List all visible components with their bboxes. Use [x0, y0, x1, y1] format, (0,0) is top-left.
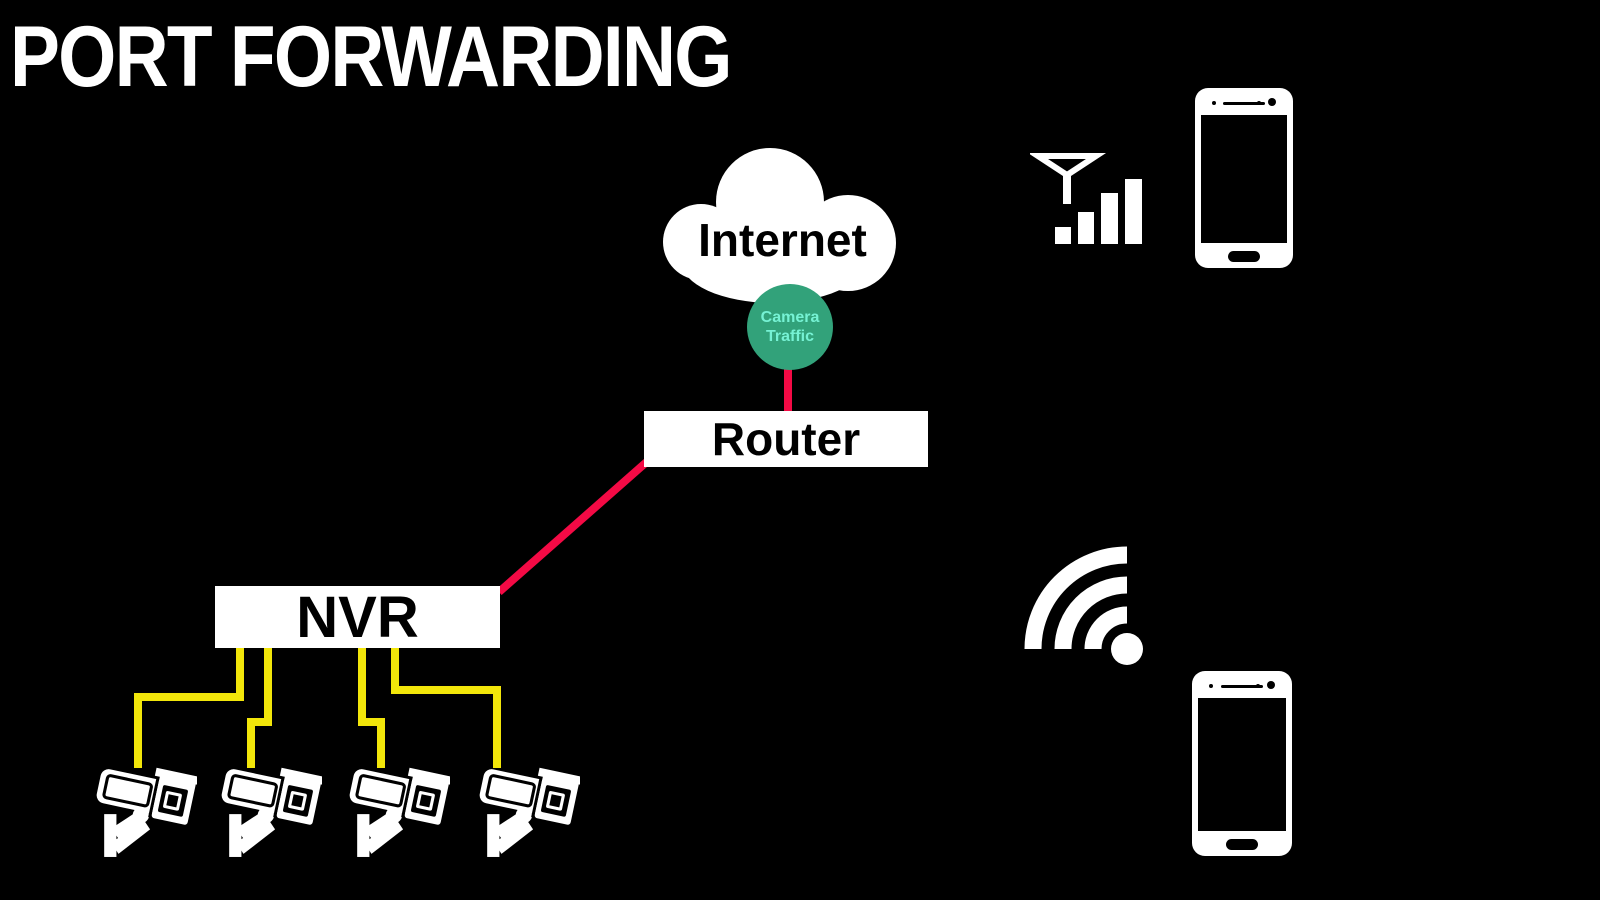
- phone-camera-dot: [1268, 98, 1276, 106]
- cctv-camera-icon-2: [220, 757, 322, 859]
- phone-home-button: [1228, 251, 1260, 262]
- yellow-cable-3: [358, 648, 385, 768]
- cloud-icon: [663, 148, 896, 303]
- phone-screen: [1198, 698, 1286, 831]
- cellular-signal-icon: [1030, 153, 1142, 244]
- phone-sensor-dot: [1256, 684, 1260, 688]
- nvr-node: NVR: [215, 584, 500, 650]
- smartphone-icon-bottom: [1192, 671, 1292, 856]
- phone-sensor-dot: [1212, 101, 1216, 105]
- phone-screen: [1201, 115, 1287, 243]
- phone-camera-dot: [1267, 681, 1275, 689]
- phone-sensor-dot: [1209, 684, 1213, 688]
- red-link-router-nvr: [496, 455, 653, 596]
- yellow-cable-4: [391, 648, 501, 768]
- wifi-icon: [1024, 546, 1143, 665]
- smartphone-icon-top: [1195, 88, 1293, 268]
- router-node: Router: [644, 411, 928, 467]
- phone-sensor-dot: [1257, 101, 1261, 105]
- internet-label: Internet: [698, 214, 867, 266]
- nvr-label: NVR: [296, 584, 419, 650]
- camera-traffic-badge: Camera Traffic: [747, 284, 833, 370]
- cctv-camera-icon-1: [95, 757, 197, 859]
- camera-traffic-label: Camera Traffic: [760, 308, 820, 345]
- phone-speaker: [1221, 685, 1263, 688]
- phone-home-button: [1226, 839, 1258, 850]
- router-label: Router: [711, 413, 861, 465]
- internet-node: Internet: [655, 145, 910, 310]
- page-title: PORT FORWARDING: [10, 9, 732, 105]
- phone-speaker: [1223, 102, 1265, 105]
- yellow-cable-1: [134, 648, 244, 768]
- cctv-camera-icon-4: [478, 757, 580, 859]
- yellow-cable-2: [247, 648, 272, 768]
- cctv-camera-icon-3: [348, 757, 450, 859]
